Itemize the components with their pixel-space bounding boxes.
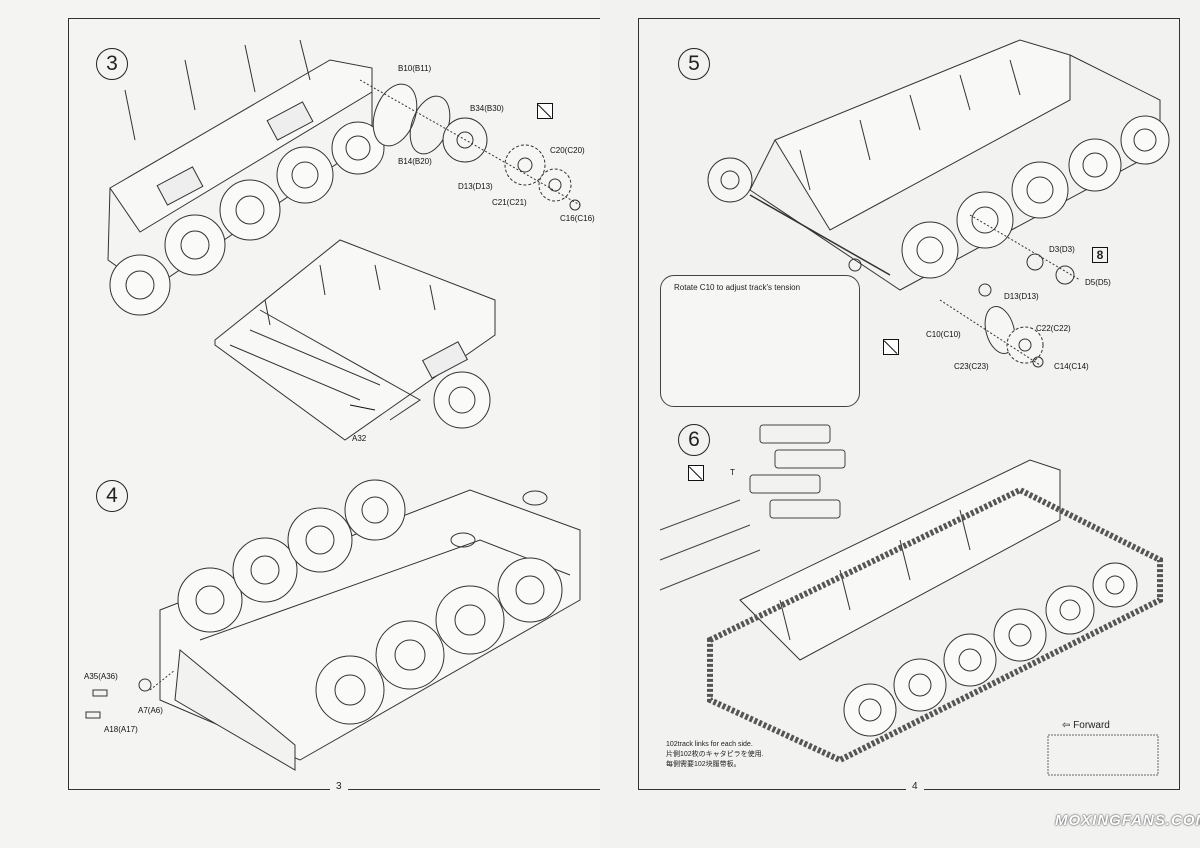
part-label: C22(C22) <box>1036 324 1071 333</box>
part-label: B34(B30) <box>470 104 504 113</box>
road-wheels-step3 <box>109 121 385 316</box>
road-wheels-step5 <box>901 115 1170 279</box>
road-wheels-step4 <box>177 479 563 725</box>
part-label: C16(C16) <box>560 214 595 223</box>
part-label: A32 <box>352 434 367 443</box>
step-number: 6 <box>678 424 710 456</box>
page-3: 3 B10(B11) B34(B30) B14(B20) C20(C20) D1… <box>0 0 600 848</box>
page-number: 4 <box>906 781 924 792</box>
page-4: 5 D3(D3) 8 D13(D13) D5(D5) C10(C10) C22(… <box>600 0 1200 848</box>
step-number: 5 <box>678 48 710 80</box>
part-label: B10(B11) <box>398 64 432 73</box>
part-label: D3(D3) <box>1049 245 1075 254</box>
callout-title: Rotate C10 to adjust track's tension <box>674 283 801 292</box>
part-label: C20(C20) <box>550 146 585 155</box>
part-label: D13(D13) <box>1004 292 1039 301</box>
step-3-4-drawing <box>85 39 581 771</box>
part-label: C23(C23) <box>954 362 989 371</box>
step-number: 4 <box>96 480 128 512</box>
part-label: C21(C21) <box>492 198 527 207</box>
step-number: 3 <box>96 48 128 80</box>
step-5-6-drawing <box>659 39 1170 776</box>
page-number: 3 <box>330 781 348 792</box>
quantity-badge: 8 <box>1092 247 1108 263</box>
road-wheels-step6 <box>843 562 1138 737</box>
arrow-left-icon: ⇦ <box>1062 720 1071 731</box>
no-cut-icon <box>537 103 553 119</box>
track-links-exploded <box>659 424 846 591</box>
part-label: D5(D5) <box>1085 278 1111 287</box>
no-cut-icon <box>688 465 704 481</box>
part-label: A7(A6) <box>138 706 163 715</box>
part-label: D13(D13) <box>458 182 493 191</box>
part-label: A18(A17) <box>104 725 138 734</box>
site-watermark: MOXINGFANS.COM <box>1055 812 1200 829</box>
no-cut-icon <box>883 339 899 355</box>
track-note: 102track links for each side. 片側102枚のキャタ… <box>666 741 764 768</box>
part-label: A35(A36) <box>84 672 118 681</box>
part-label: T <box>730 468 735 477</box>
part-label: C14(C14) <box>1054 362 1089 371</box>
part-label: C10(C10) <box>926 330 961 339</box>
part-label: B14(B20) <box>398 157 432 166</box>
forward-direction: ⇦ Forward <box>1062 720 1110 731</box>
tension-callout <box>660 275 860 407</box>
